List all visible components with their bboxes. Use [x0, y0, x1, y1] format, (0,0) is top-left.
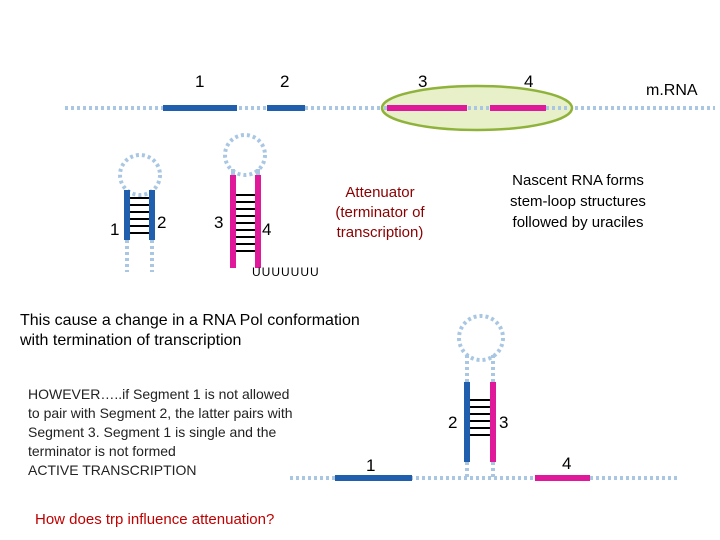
antiterminator-segment-4 [535, 475, 590, 481]
antiterminator-label-2: 2 [448, 413, 458, 432]
active-transcription-note: HOWEVER…..if Segment 1 is not allowed to… [28, 386, 293, 478]
hairpin-12-label-2: 2 [157, 213, 167, 232]
antiterminator-label-1: 1 [366, 456, 376, 475]
antiterminator-label-4: 4 [562, 454, 572, 473]
mrna-segment-4 [490, 105, 546, 111]
hairpin-2-3 [290, 314, 680, 481]
mrna-segment-3 [387, 105, 467, 111]
mrna-label-4: 4 [524, 72, 534, 91]
hairpin-1-2 [118, 153, 162, 272]
mrna-label-3: 3 [418, 72, 428, 91]
mrna-label-2: 2 [280, 72, 290, 91]
mrna-label-1: 1 [195, 72, 205, 91]
uracil-tail: UUUUUUU [252, 265, 320, 279]
attenuator-label: Attenuator (terminator of transcription) [335, 184, 425, 241]
nascent-rna-note: Nascent RNA forms stem-loop structures f… [510, 172, 646, 231]
mrna-segment-1 [163, 105, 237, 111]
hairpin-3-4 [223, 133, 267, 268]
mrna-label: m.RNA [646, 82, 698, 99]
antiterminator-label-3: 3 [499, 413, 509, 432]
termination-note: This cause a change in a RNA Pol conform… [20, 312, 360, 349]
hairpin-34-label-4: 4 [262, 220, 272, 239]
hairpin-12-label-1: 1 [110, 220, 120, 239]
trp-question: How does trp influence attenuation? [35, 511, 275, 528]
antiterminator-segment-1 [335, 475, 412, 481]
mrna-segment-2 [267, 105, 305, 111]
hairpin-34-label-3: 3 [214, 213, 224, 232]
